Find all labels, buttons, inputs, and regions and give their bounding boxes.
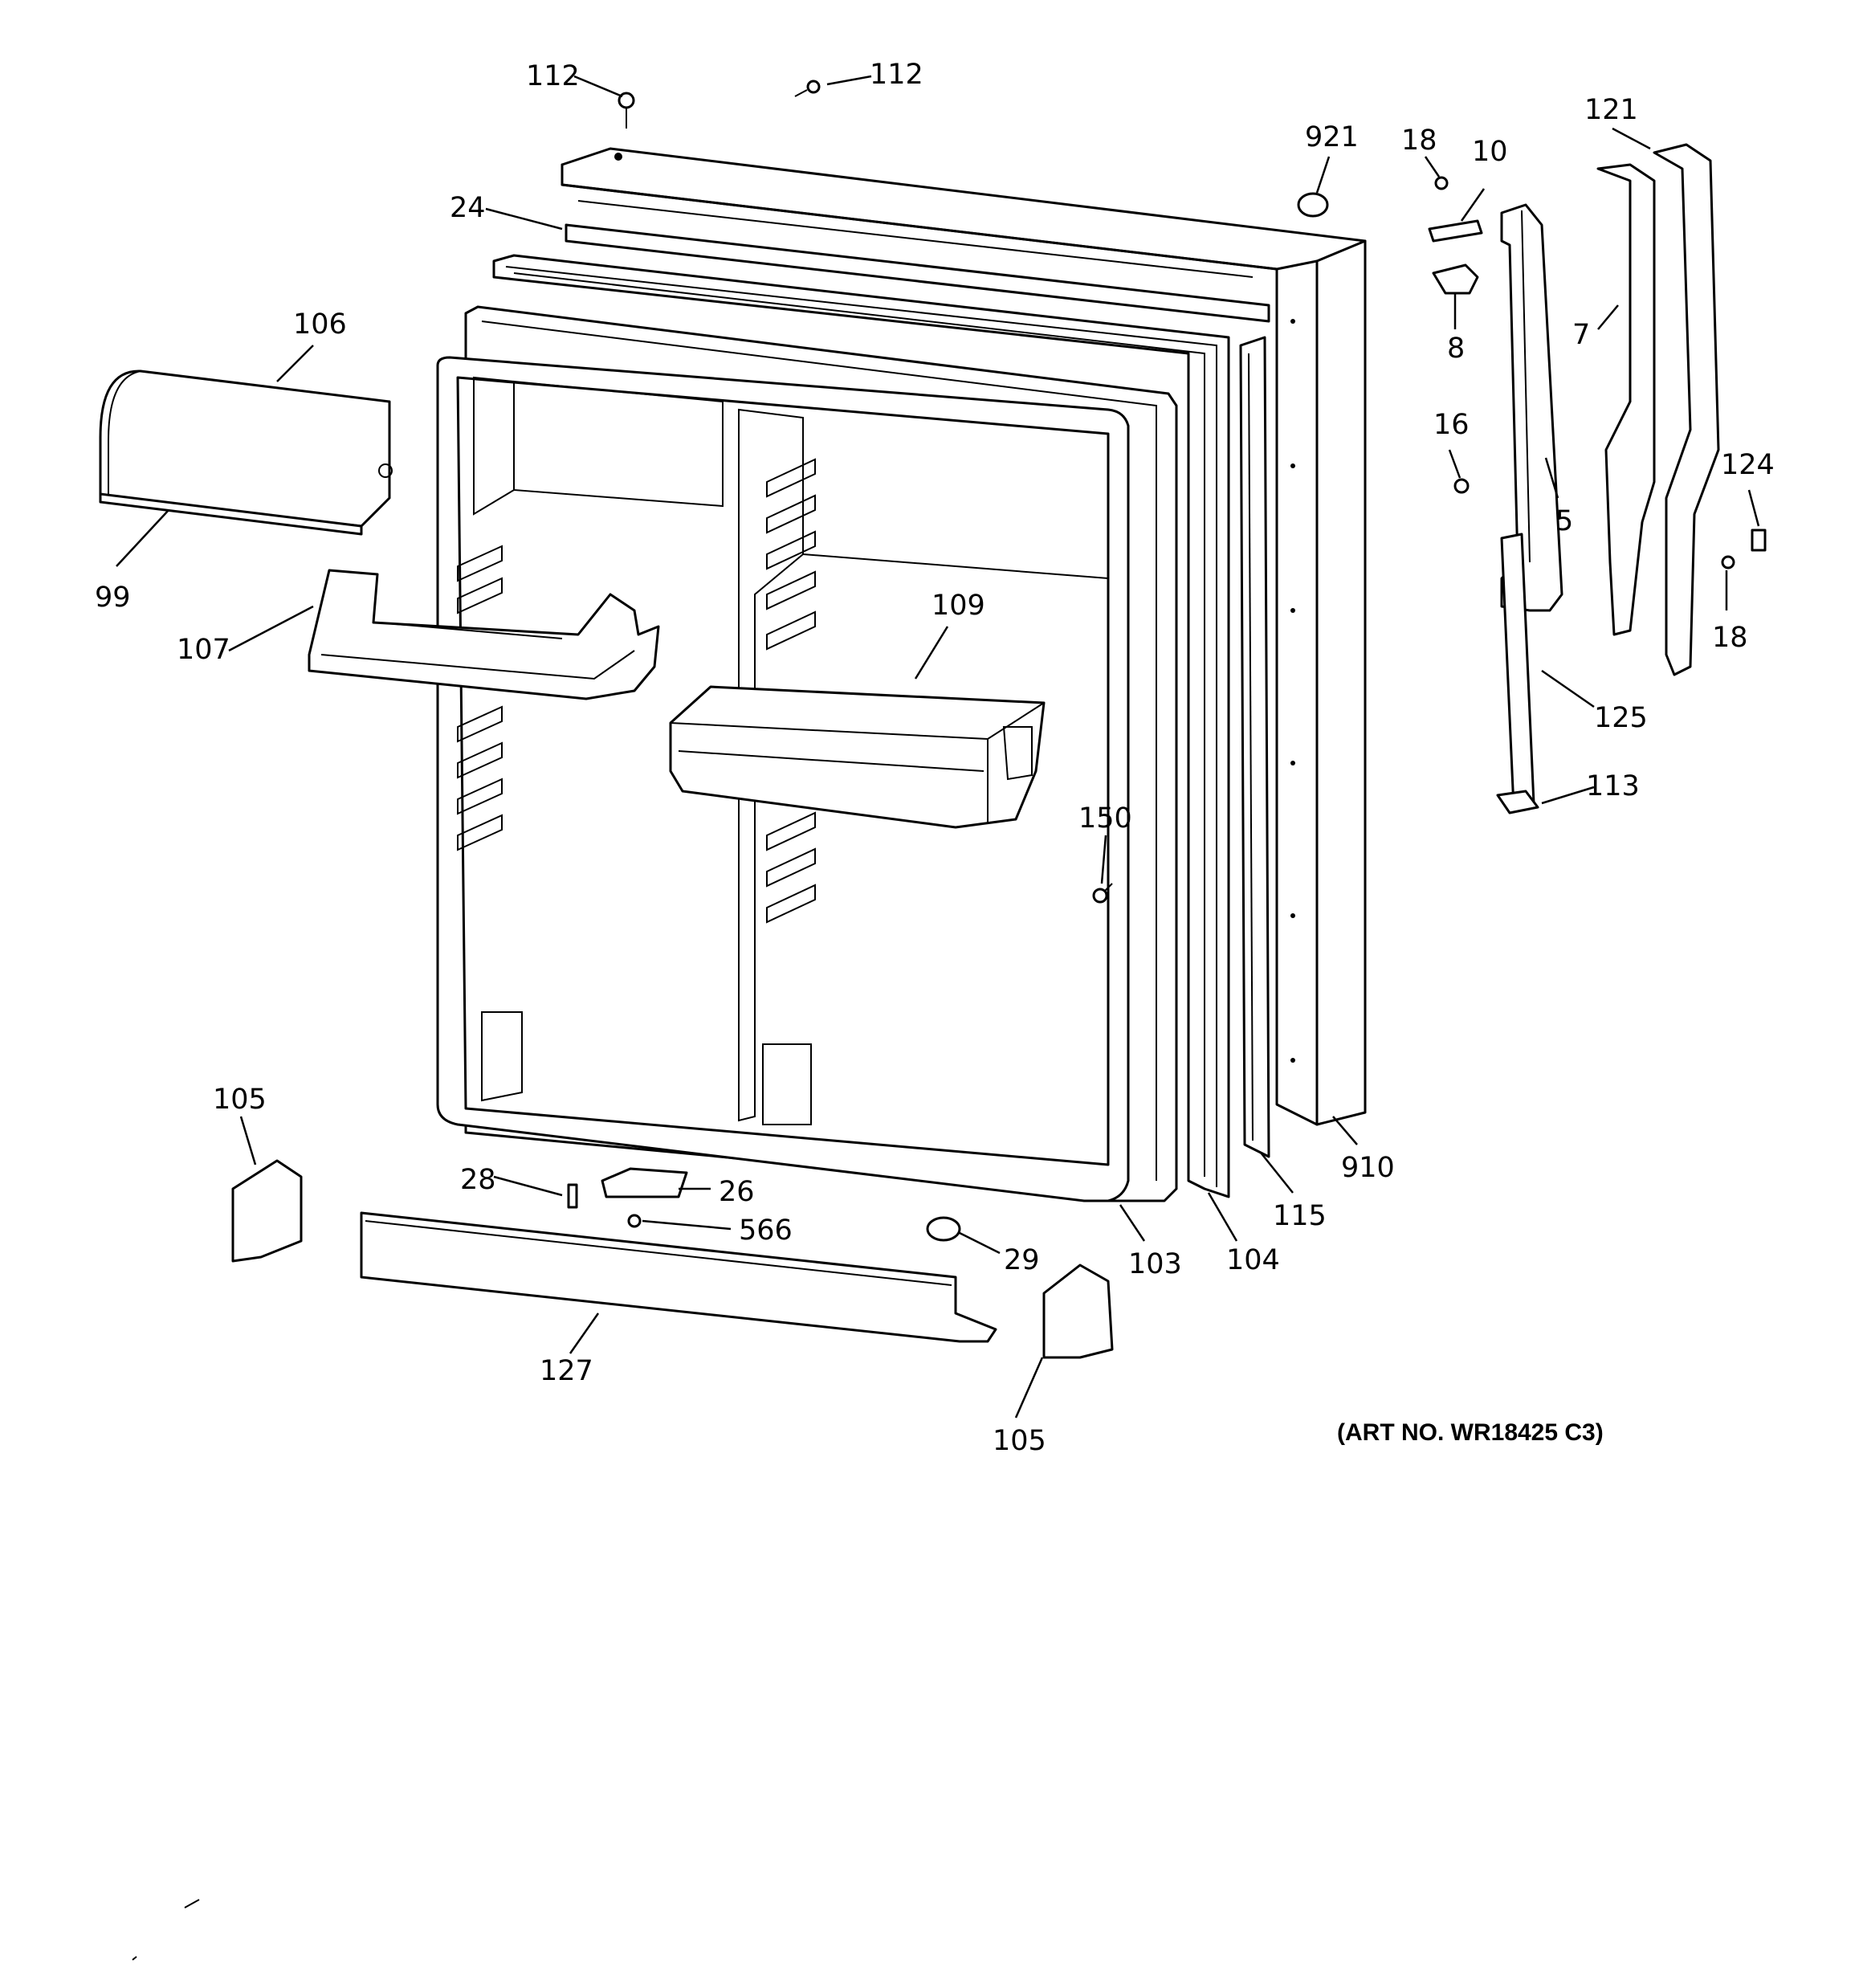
screw-150-icon — [1092, 883, 1113, 904]
callout-910: 910 — [1341, 1152, 1395, 1184]
callout-115: 115 — [1273, 1200, 1327, 1232]
hinge-cap-921 — [1297, 192, 1329, 218]
leader-lines — [116, 75, 1760, 1419]
thermal-breaker-top — [565, 223, 1270, 323]
bracket-10 — [1428, 219, 1483, 243]
door-gasket — [492, 254, 1230, 1198]
shelf-retainer-ribs — [457, 458, 816, 924]
callout-127: 127 — [540, 1355, 593, 1387]
callout-566: 566 — [739, 1214, 793, 1247]
callout-10: 10 — [1472, 136, 1508, 168]
handle-mount-5 — [1500, 203, 1563, 612]
screw-16-icon — [1453, 478, 1470, 494]
callout-18b: 18 — [1712, 622, 1748, 654]
outer-door-panel — [561, 147, 1367, 1126]
callout-28: 28 — [460, 1164, 496, 1196]
screw-18b-icon — [1721, 555, 1735, 569]
pin-28-icon — [567, 1183, 578, 1209]
screw-18a-icon — [1434, 176, 1449, 190]
callout-103: 103 — [1128, 1248, 1182, 1280]
callout-125: 125 — [1594, 702, 1648, 734]
dairy-door-cover — [99, 369, 393, 536]
callout-24: 24 — [450, 192, 486, 224]
door-bin — [669, 685, 1046, 829]
art-number: (ART NO. WR18425 C3) — [1337, 1419, 1604, 1446]
callout-112a: 112 — [526, 60, 580, 92]
callout-107: 107 — [177, 634, 230, 666]
handle-bracket-7 — [1596, 163, 1656, 636]
screw-112b-icon — [794, 80, 821, 97]
callout-7: 7 — [1572, 319, 1590, 351]
callout-121: 121 — [1584, 94, 1638, 126]
callout-8: 8 — [1447, 333, 1465, 365]
bracket-8 — [1432, 263, 1479, 295]
callout-29: 29 — [1004, 1244, 1040, 1276]
hinge-plate-26 — [601, 1167, 688, 1198]
clip-124 — [1751, 529, 1767, 552]
callout-99: 99 — [95, 582, 131, 614]
callout-106: 106 — [293, 308, 347, 341]
screw-112a-icon — [618, 92, 635, 129]
callout-921: 921 — [1305, 121, 1359, 153]
callout-18a: 18 — [1401, 125, 1437, 157]
dairy-shelf — [308, 569, 660, 700]
end-cap-105-right — [1042, 1263, 1114, 1359]
callout-124: 124 — [1721, 449, 1775, 481]
clip-113 — [1496, 790, 1539, 814]
callout-113: 113 — [1586, 770, 1640, 802]
callout-112b: 112 — [870, 59, 923, 91]
plug-29-icon — [926, 1216, 961, 1242]
callout-150: 150 — [1078, 802, 1132, 835]
end-cap-105-left — [231, 1159, 303, 1263]
callout-109: 109 — [932, 590, 985, 622]
bottom-trim-127 — [360, 1211, 997, 1343]
callout-104: 104 — [1226, 1244, 1280, 1276]
callout-5: 5 — [1555, 505, 1573, 537]
callout-16: 16 — [1433, 409, 1470, 441]
callout-105a: 105 — [213, 1084, 267, 1116]
callout-105b: 105 — [993, 1425, 1046, 1457]
side-breaker-strip — [1239, 336, 1270, 1158]
screw-566-icon — [627, 1214, 642, 1228]
handle-121 — [1653, 143, 1720, 676]
callout-labels: 112 112 921 18 10 121 24 8 7 106 16 124 … — [95, 59, 1775, 1457]
callout-26: 26 — [719, 1176, 755, 1208]
